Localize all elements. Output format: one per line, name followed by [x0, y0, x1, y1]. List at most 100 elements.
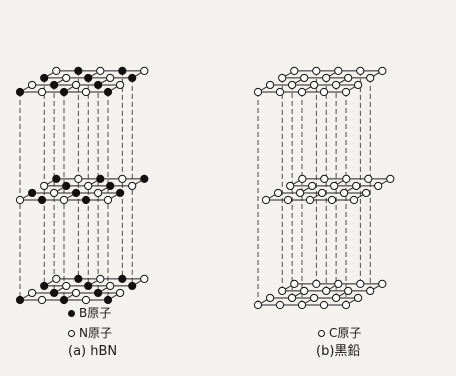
- carbon-atom: [330, 181, 339, 191]
- nitrogen-atom: [116, 80, 125, 90]
- carbon-atom: [352, 181, 361, 191]
- hbn-structure: [15, 66, 149, 305]
- carbon-atom: [266, 293, 275, 303]
- boron-atom: [72, 188, 81, 198]
- nitrogen-atom: [116, 288, 125, 298]
- carbon-atom: [334, 279, 343, 288]
- carbon-atom: [386, 174, 395, 183]
- carbon-atom: [322, 73, 331, 83]
- boron-atom: [96, 174, 105, 183]
- nitrogen-atom: [128, 181, 137, 191]
- nitrogen-atom: [140, 66, 149, 75]
- carbon-atom: [266, 80, 275, 90]
- boron-atom: [81, 195, 91, 205]
- boron-atom: [27, 188, 37, 198]
- carbon-atom: [310, 293, 319, 303]
- carbon-atom: [305, 195, 315, 205]
- atomic-layer: [261, 174, 395, 205]
- boron-atom: [59, 295, 69, 305]
- carbon-atom: [327, 195, 337, 205]
- boron-atom: [106, 181, 115, 191]
- boron-atom: [74, 274, 83, 283]
- carbon-atom: [308, 181, 317, 191]
- nitrogen-atom: [74, 174, 83, 183]
- carbon-atom: [312, 279, 321, 288]
- nitrogen-atom: [72, 80, 81, 90]
- nitrogen-atom: [62, 281, 71, 291]
- nitrogen-atom: [94, 188, 103, 198]
- nitrogen-atom: [84, 181, 93, 191]
- nitrogen-atom: [62, 73, 71, 83]
- nitrogen-atom: [81, 87, 91, 97]
- nitrogen-atom: [140, 274, 149, 283]
- carbon-atom: [374, 181, 383, 191]
- carbon-atom: [253, 87, 263, 97]
- caption-graphite: (b)黒鉛: [316, 344, 361, 359]
- nitrogen-atom: [40, 181, 49, 191]
- nitrogen-atom: [59, 195, 69, 205]
- nitrogen-atom: [81, 295, 91, 305]
- carbon-atom: [278, 73, 287, 83]
- nitrogen-atom: [106, 281, 115, 291]
- caption-hbn: (a) hBN: [68, 344, 118, 359]
- boron-atom: [118, 66, 127, 75]
- carbon-atom: [356, 279, 365, 288]
- carbon-atom: [275, 300, 285, 310]
- graphite-structure: [253, 66, 395, 310]
- carbon-atom: [297, 87, 307, 97]
- open-circle-icon: [68, 330, 75, 337]
- carbon-atom: [366, 286, 375, 296]
- carbon-atom: [278, 286, 287, 296]
- carbon-atom: [296, 188, 305, 198]
- boron-atom: [50, 80, 59, 90]
- open-circle-icon: [318, 330, 325, 337]
- carbon-atom: [290, 279, 299, 288]
- carbon-atom: [319, 87, 329, 97]
- carbon-atom: [312, 66, 321, 75]
- carbon-atom: [274, 188, 283, 198]
- nitrogen-atom: [27, 288, 37, 298]
- carbon-atom: [341, 300, 351, 310]
- boron-atom: [62, 181, 71, 191]
- carbon-atom: [320, 174, 329, 183]
- nitrogen-atom: [27, 80, 37, 90]
- atomic-layer: [15, 274, 149, 305]
- boron-atom: [84, 73, 93, 83]
- carbon-atom: [356, 66, 365, 75]
- atomic-layer: [253, 279, 387, 310]
- legend-c-atom: C原子: [318, 326, 361, 340]
- legend-n-atom: N原子: [68, 326, 112, 340]
- nitrogen-atom: [96, 274, 105, 283]
- boron-atom: [40, 281, 49, 291]
- boron-atom: [94, 288, 103, 298]
- carbon-atom: [344, 73, 353, 83]
- carbon-atom: [364, 174, 373, 183]
- carbon-atom: [378, 279, 387, 288]
- nitrogen-atom: [106, 73, 115, 83]
- boron-atom: [103, 295, 113, 305]
- carbon-atom: [319, 300, 329, 310]
- carbon-atom: [332, 293, 341, 303]
- carbon-atom: [334, 66, 343, 75]
- carbon-atom: [318, 188, 327, 198]
- carbon-atom: [340, 188, 349, 198]
- carbon-atom: [300, 73, 309, 83]
- boron-atom: [59, 87, 69, 97]
- nitrogen-atom: [96, 66, 105, 75]
- nitrogen-atom: [118, 174, 127, 183]
- carbon-atom: [298, 174, 307, 183]
- carbon-atom: [288, 293, 297, 303]
- carbon-atom: [310, 80, 319, 90]
- carbon-atom: [349, 195, 359, 205]
- carbon-atom: [332, 80, 341, 90]
- nitrogen-atom: [37, 295, 47, 305]
- carbon-atom: [378, 66, 387, 75]
- carbon-atom: [362, 188, 371, 198]
- boron-atom: [15, 87, 25, 97]
- carbon-atom: [354, 293, 363, 303]
- boron-atom: [40, 73, 49, 83]
- nitrogen-atom: [15, 195, 25, 205]
- boron-atom: [103, 87, 113, 97]
- boron-atom: [37, 195, 47, 205]
- carbon-atom: [366, 73, 375, 83]
